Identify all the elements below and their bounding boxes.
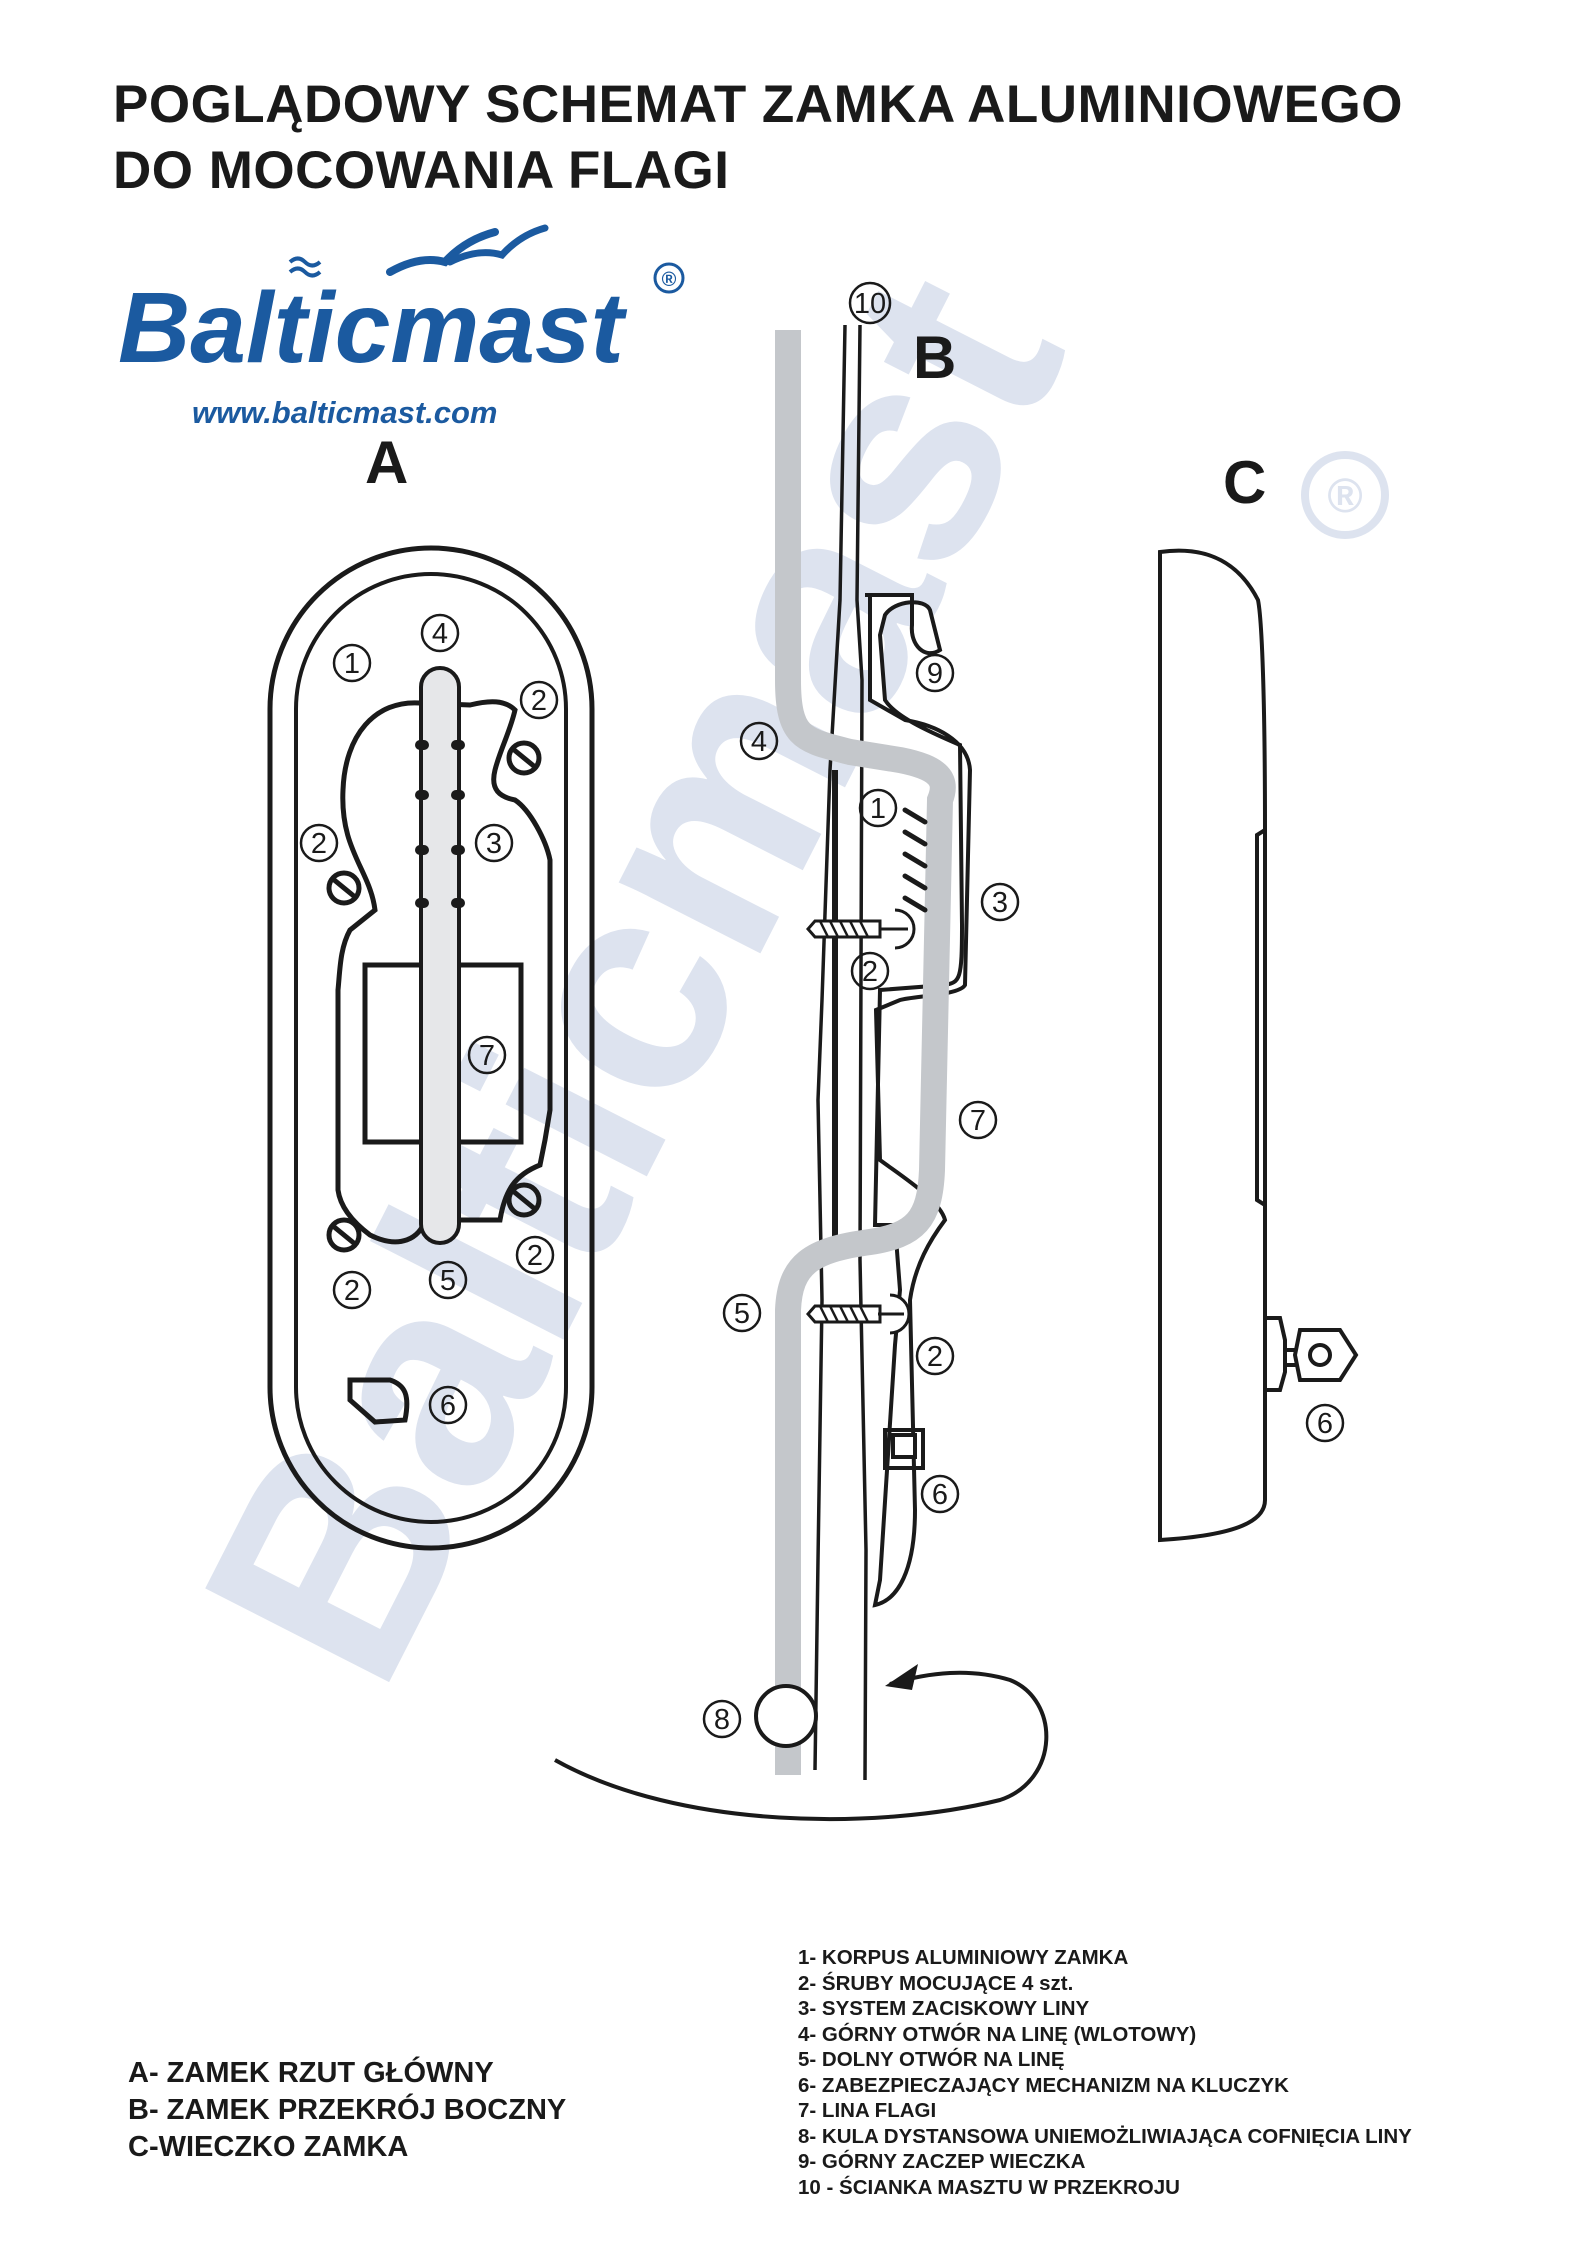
marker-b-7: 7 xyxy=(970,1105,986,1137)
view-c-cover xyxy=(1158,548,1359,1543)
watermark-registered-circle xyxy=(1301,451,1389,539)
key-lock-outline xyxy=(347,1377,410,1425)
marker-a-2: 2 xyxy=(311,828,327,860)
registered-circle xyxy=(653,262,685,294)
registered-mark: ® xyxy=(662,269,677,291)
marker-b-8: 8 xyxy=(714,1704,730,1736)
key-icon xyxy=(1292,1328,1359,1382)
flag-icon xyxy=(288,256,322,268)
view-a-markers: 1 4 2 2 3 2 7 2 5 6 xyxy=(299,613,559,1425)
legend-view-c: C-WIECZKO ZAMKA xyxy=(128,2131,409,2163)
page-title: POGLĄDOWY SCHEMAT ZAMKA ALUMINIOWEGO DO … xyxy=(113,72,1403,204)
section-label-a: A xyxy=(365,429,408,496)
marker-a-2: 2 xyxy=(527,1240,543,1272)
cover-lock-housing xyxy=(1263,1316,1287,1392)
clamp-teeth xyxy=(415,740,465,908)
marker-b-9: 9 xyxy=(927,658,943,690)
legend-view-a: A- ZAMEK RZUT GŁÓWNY xyxy=(128,2057,494,2089)
marker-b-3: 3 xyxy=(992,887,1008,919)
marker-a-2: 2 xyxy=(531,685,547,717)
marker-a-2: 2 xyxy=(344,1275,360,1307)
marker-b-2: 2 xyxy=(862,956,878,988)
view-b-markers: 10 9 4 1 3 2 7 5 2 6 8 xyxy=(702,281,1020,1739)
view-b-section xyxy=(554,324,1049,1822)
marker-b-2: 2 xyxy=(927,1341,943,1373)
legend-part-9: 9- GÓRNY ZACZEP WIECZKA xyxy=(798,2150,1086,2173)
legend-part-7: 7- LINA FLAGI xyxy=(798,2099,937,2122)
section-label-c: C xyxy=(1223,449,1266,516)
marker-a-3: 3 xyxy=(486,828,502,860)
screw-icon xyxy=(326,870,362,906)
cover-body xyxy=(1158,548,1267,1543)
bird-icon xyxy=(386,228,499,276)
legend-part-6: 6- ZABEZPIECZAJĄCY MECHANIZM NA KLUCZYK xyxy=(798,2073,1289,2097)
marker-c-6: 6 xyxy=(1317,1408,1333,1440)
flag-rope xyxy=(775,330,956,1775)
legend-part-5: 5- DOLNY OTWÓR NA LINĘ xyxy=(798,2048,1065,2071)
clamp-teeth-section xyxy=(902,807,928,913)
rope-slot xyxy=(419,666,461,1245)
mast-wall xyxy=(813,324,868,1781)
watermark-registered-mark: ® xyxy=(1327,470,1362,523)
screw-section-icon xyxy=(806,908,916,950)
legend-part-8: 8- KULA DYSTANSOWA UNIEMOŻLIWIAJĄCA COFN… xyxy=(798,2124,1412,2148)
watermark-text: Balticmast xyxy=(138,225,1126,1729)
legend-part-10: 10 - ŚCIANKA MASZTU W PRZEKROJU xyxy=(798,2175,1180,2199)
bird-icon xyxy=(446,224,549,266)
legend-view-b: B- ZAMEK PRZEKRÓJ BOCZNY xyxy=(128,2094,567,2126)
screw-section-icon xyxy=(806,1293,911,1335)
flag-icon xyxy=(288,266,322,278)
marker-a-6: 6 xyxy=(440,1390,456,1422)
view-a-front xyxy=(267,545,595,1551)
logo-url: www.balticmast.com xyxy=(192,395,498,430)
legend-parts: 1- KORPUS ALUMINIOWY ZAMKA 2- ŚRUBY MOCU… xyxy=(798,1945,1412,2200)
marker-b-4: 4 xyxy=(751,726,767,758)
section-label-b: B xyxy=(913,324,956,391)
legend-part-3: 3- SYSTEM ZACISKOWY LINY xyxy=(798,1997,1090,2020)
brand-logo: Balticmast ® www.balticmast.com xyxy=(118,224,685,430)
marker-b-6: 6 xyxy=(932,1479,948,1511)
marker-b-1: 1 xyxy=(870,793,886,825)
arrow-head-icon xyxy=(885,1664,918,1690)
logo-brand-name: Balticmast xyxy=(118,272,627,384)
screw-icon xyxy=(506,1182,542,1218)
marker-b-10: 10 xyxy=(854,288,886,320)
marker-a-4: 4 xyxy=(432,618,448,650)
legend-part-4: 4- GÓRNY OTWÓR NA LINĘ (WLOTOWY) xyxy=(798,2022,1197,2046)
legend-part-1: 1- KORPUS ALUMINIOWY ZAMKA xyxy=(798,1946,1129,1969)
lock-body-inner xyxy=(294,572,568,1524)
legend-views: A- ZAMEK RZUT GŁÓWNY B- ZAMEK PRZEKRÓJ B… xyxy=(128,2055,566,2166)
marker-a-1: 1 xyxy=(344,648,360,680)
legend-part-2: 2- ŚRUBY MOCUJĄCE 4 szt. xyxy=(798,1971,1074,1995)
title-line-1: POGLĄDOWY SCHEMAT ZAMKA ALUMINIOWEGO xyxy=(113,75,1403,134)
distance-ball xyxy=(754,1684,818,1748)
marker-b-5: 5 xyxy=(734,1298,750,1330)
rope-direction-arrow xyxy=(554,1670,1049,1822)
marker-a-5: 5 xyxy=(440,1265,456,1297)
cover-rim xyxy=(1255,828,1267,1207)
key-lock-icon xyxy=(891,1433,917,1459)
screw-icon xyxy=(326,1217,362,1253)
marker-a-7: 7 xyxy=(479,1040,495,1072)
screw-icon xyxy=(506,740,542,776)
lock-body-outer xyxy=(267,545,595,1551)
title-line-2: DO MOCOWANIA FLAGI xyxy=(113,141,730,200)
